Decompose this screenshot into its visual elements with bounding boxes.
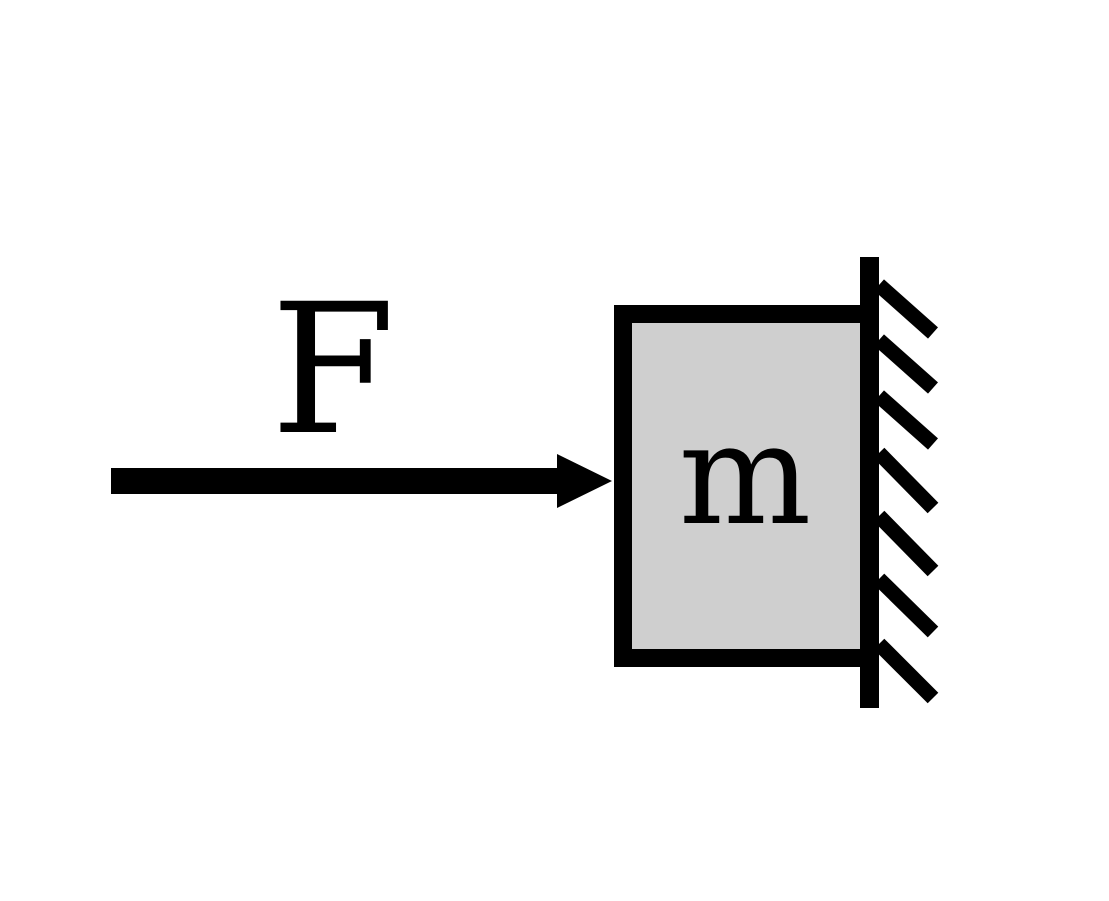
wall-hatch-line [874, 279, 938, 339]
mass-label: m [679, 394, 812, 557]
force-label: F [271, 266, 396, 475]
wall-hatch-line [873, 447, 939, 514]
mass-block [614, 305, 878, 667]
wall-line [860, 257, 879, 708]
wall-hatching [873, 279, 939, 704]
wall [860, 257, 939, 708]
wall-hatch-line [874, 390, 938, 450]
wall-hatch-line [873, 510, 939, 577]
force-arrow [111, 454, 612, 508]
wall-hatch-line [873, 638, 939, 704]
force-arrow-head [557, 454, 612, 508]
wall-hatch-line [873, 573, 939, 638]
wall-hatch-line [874, 334, 938, 394]
force-arrow-shaft [111, 468, 561, 494]
